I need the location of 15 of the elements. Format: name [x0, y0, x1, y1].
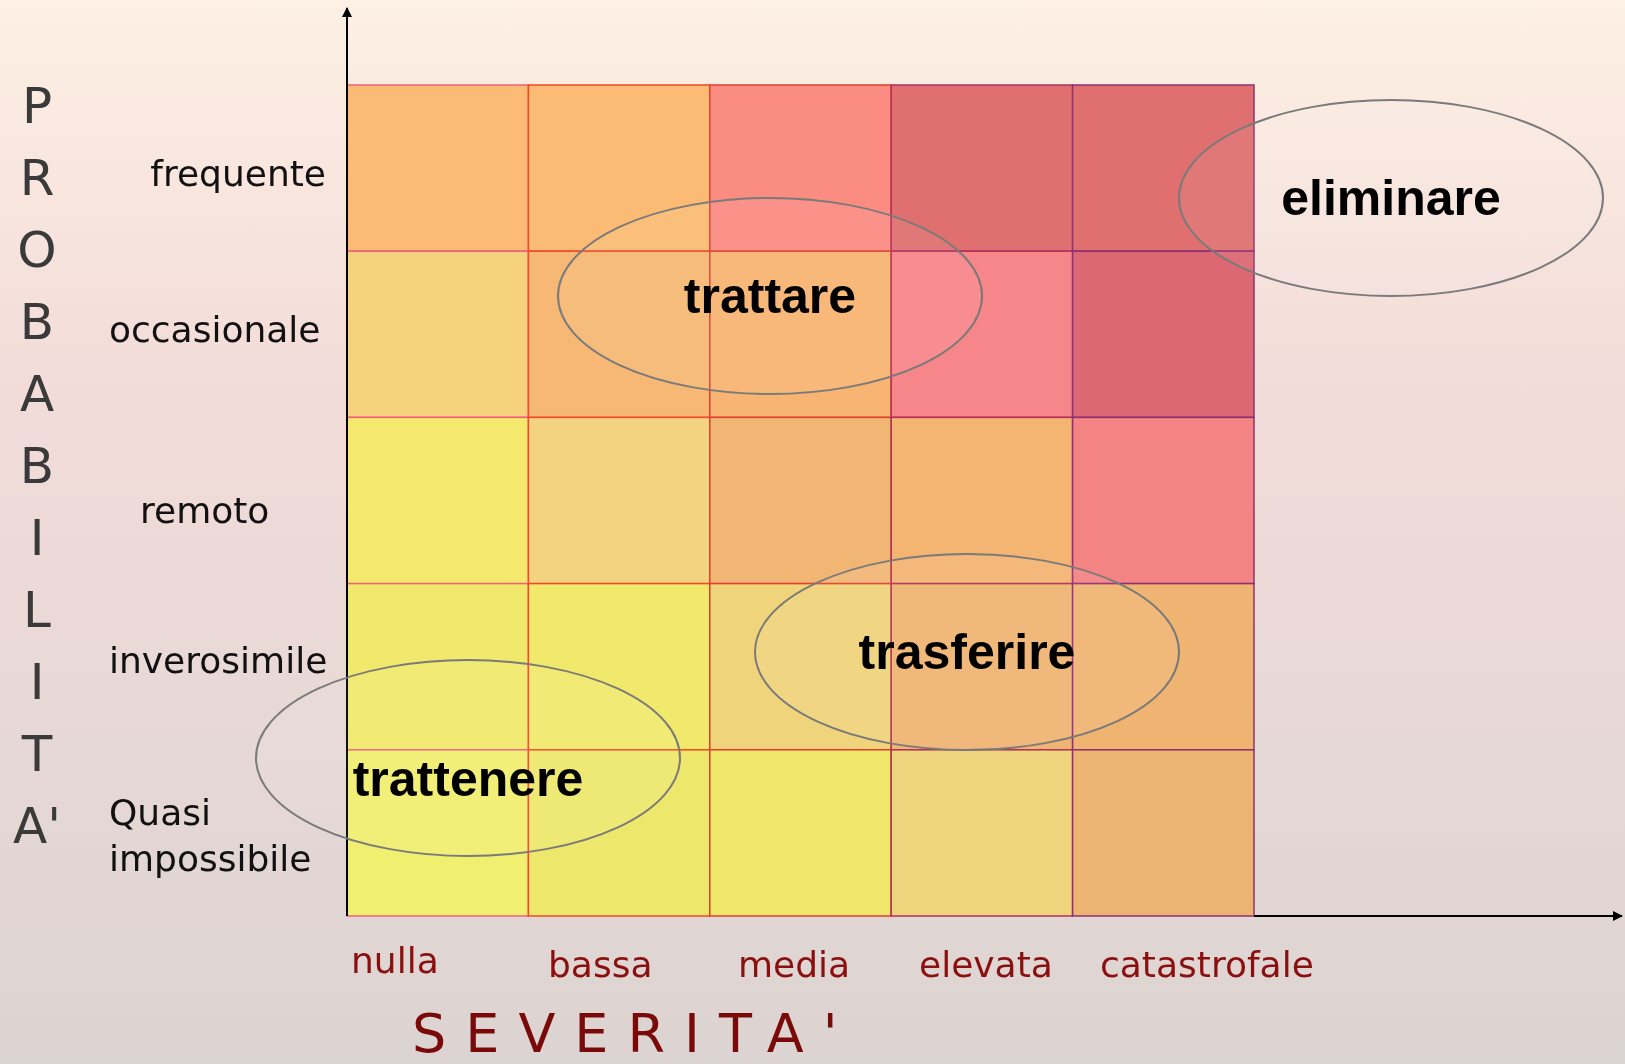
row-label: inverosimile: [109, 639, 328, 683]
column-label: media: [738, 943, 851, 987]
column-label: catastrofale: [1100, 943, 1314, 987]
strategy-label: eliminare: [1281, 169, 1501, 227]
column-label: elevata: [919, 943, 1053, 987]
column-label: nulla: [351, 939, 439, 983]
column-label: bassa: [548, 943, 653, 987]
row-label: occasionale: [109, 308, 321, 352]
strategy-label: trattare: [683, 267, 857, 325]
axis-title: SEVERITA': [412, 1004, 857, 1064]
row-label: Quasi impossibile: [109, 791, 313, 881]
row-label: frequente: [149, 152, 326, 196]
strategy-label: trasferire: [858, 623, 1076, 681]
row-label: remoto: [140, 489, 270, 533]
axis-title: PROBABILITA': [12, 76, 62, 857]
